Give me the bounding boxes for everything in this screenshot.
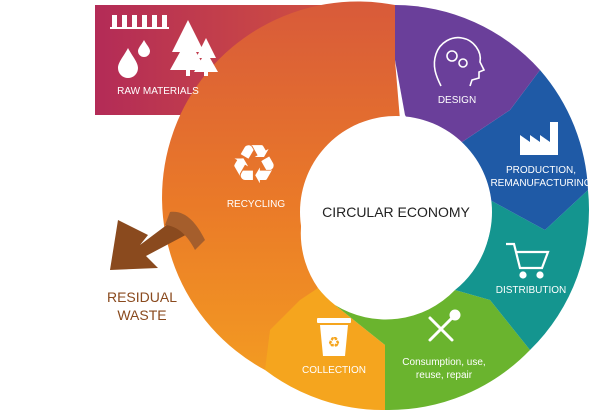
production-label-line1: PRODUCTION, (506, 165, 576, 176)
svg-text:♻: ♻ (328, 335, 341, 351)
production-segment (450, 70, 588, 230)
distribution-label: DISTRIBUTION (496, 285, 567, 296)
center-title: CIRCULAR ECONOMY (322, 204, 470, 220)
water-drops-icon (118, 40, 150, 78)
production-label-line2: REMANUFACTURING (490, 178, 591, 189)
recycle-bin-icon: ♻ (317, 318, 351, 356)
recycling-segment (162, 1, 421, 371)
head-gears-icon (433, 36, 486, 87)
distribution-segment (455, 190, 590, 350)
recycle-icon: ♻ (230, 133, 278, 196)
recycling-label: RECYCLING (227, 199, 286, 210)
design-segment (395, 5, 540, 150)
residual-waste-arrow (110, 211, 205, 270)
residual-waste-line1: RESIDUAL (107, 289, 177, 305)
svg-text:♻: ♻ (230, 133, 278, 196)
ring (162, 1, 590, 411)
tools-icon (428, 309, 461, 342)
center-circle (300, 116, 492, 308)
consumption-label-line1: Consumption, use, (402, 357, 485, 368)
consumption-segment (335, 290, 530, 411)
collection-label: COLLECTION (302, 365, 366, 376)
wheat-icon (110, 15, 169, 29)
raw-materials-label: RAW MATERIALS (117, 86, 199, 97)
pine-trees-icon (170, 20, 218, 76)
shopping-cart-icon (506, 242, 550, 279)
factory-icon (520, 122, 558, 155)
consumption-label-line2: reuse, repair (416, 370, 473, 381)
design-label: DESIGN (438, 95, 476, 106)
residual-waste-line2: WASTE (117, 307, 166, 323)
